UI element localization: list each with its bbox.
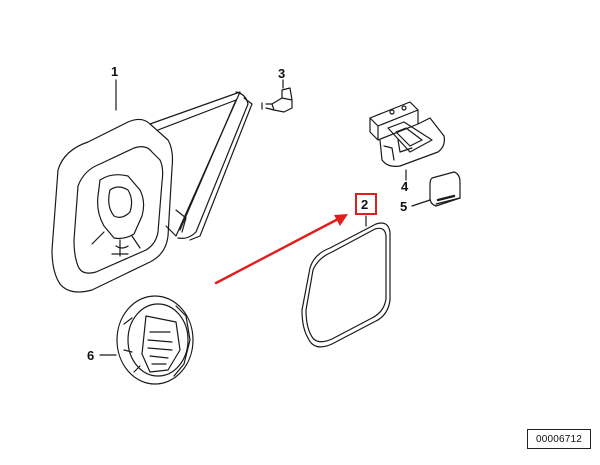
callout-3: 3: [278, 66, 285, 81]
cover-part-5: [411, 171, 461, 207]
reference-code: 00006712: [527, 429, 591, 449]
callout-2: 2: [361, 197, 368, 212]
callout-1: 1: [111, 64, 118, 79]
holder-part-4: [369, 101, 445, 181]
callout-4: 4: [401, 179, 409, 194]
motor-part-6: [99, 295, 194, 385]
callout-6: 6: [87, 348, 94, 363]
highlight-arrow: [214, 214, 348, 285]
screw-part-3: [261, 79, 293, 113]
callout-5: 5: [400, 199, 407, 214]
mirror-glass-part-2: [301, 215, 391, 348]
highlight-box: [355, 193, 377, 215]
mirror-housing-part-1: [51, 79, 253, 293]
